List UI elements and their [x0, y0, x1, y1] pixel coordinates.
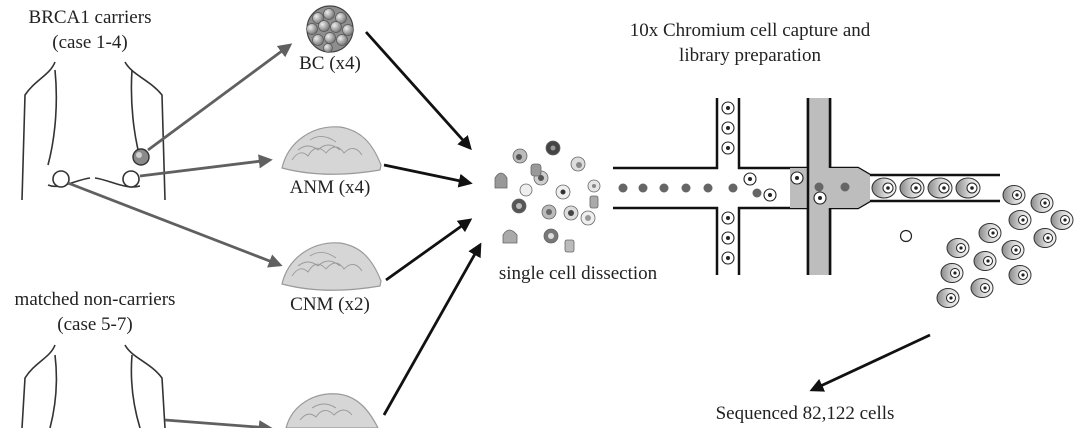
carriers-cases-label: (case 1-4)	[52, 32, 128, 53]
sequencing-arrow	[809, 333, 931, 392]
right-breast-tissue	[122, 170, 140, 188]
emulsion-droplets	[899, 185, 1074, 308]
microfluidic-chip	[613, 98, 1000, 275]
sample-arrows	[67, 43, 293, 433]
capture-label: 10x Chromium cell capture and	[629, 20, 871, 41]
dissection-label: single cell dissection	[498, 263, 658, 284]
dissection-arrows	[364, 31, 482, 416]
bc-label: BC (x4)	[299, 53, 361, 74]
dissociated-cells	[494, 140, 601, 253]
sequenced-label: Sequenced 82,122 cells	[715, 403, 895, 424]
noncarrier-tissue-icon	[285, 393, 379, 429]
capture-label-line2: library preparation	[679, 45, 821, 66]
noncarriers-label: matched non-carriers	[14, 289, 176, 310]
bc-tumor-icon	[306, 5, 354, 53]
anm-tissue-icon	[281, 126, 382, 175]
anm-label: ANM (x4)	[289, 177, 371, 198]
carriers-label: BRCA1 carriers	[28, 7, 152, 28]
cnm-label: CNM (x2)	[290, 294, 370, 315]
carrier-torso	[21, 61, 166, 201]
cnm-tissue-icon	[281, 242, 382, 291]
noncarrier-torso	[21, 344, 166, 429]
noncarriers-cases-label: (case 5-7)	[57, 314, 133, 335]
left-breast-tissue	[52, 170, 70, 188]
